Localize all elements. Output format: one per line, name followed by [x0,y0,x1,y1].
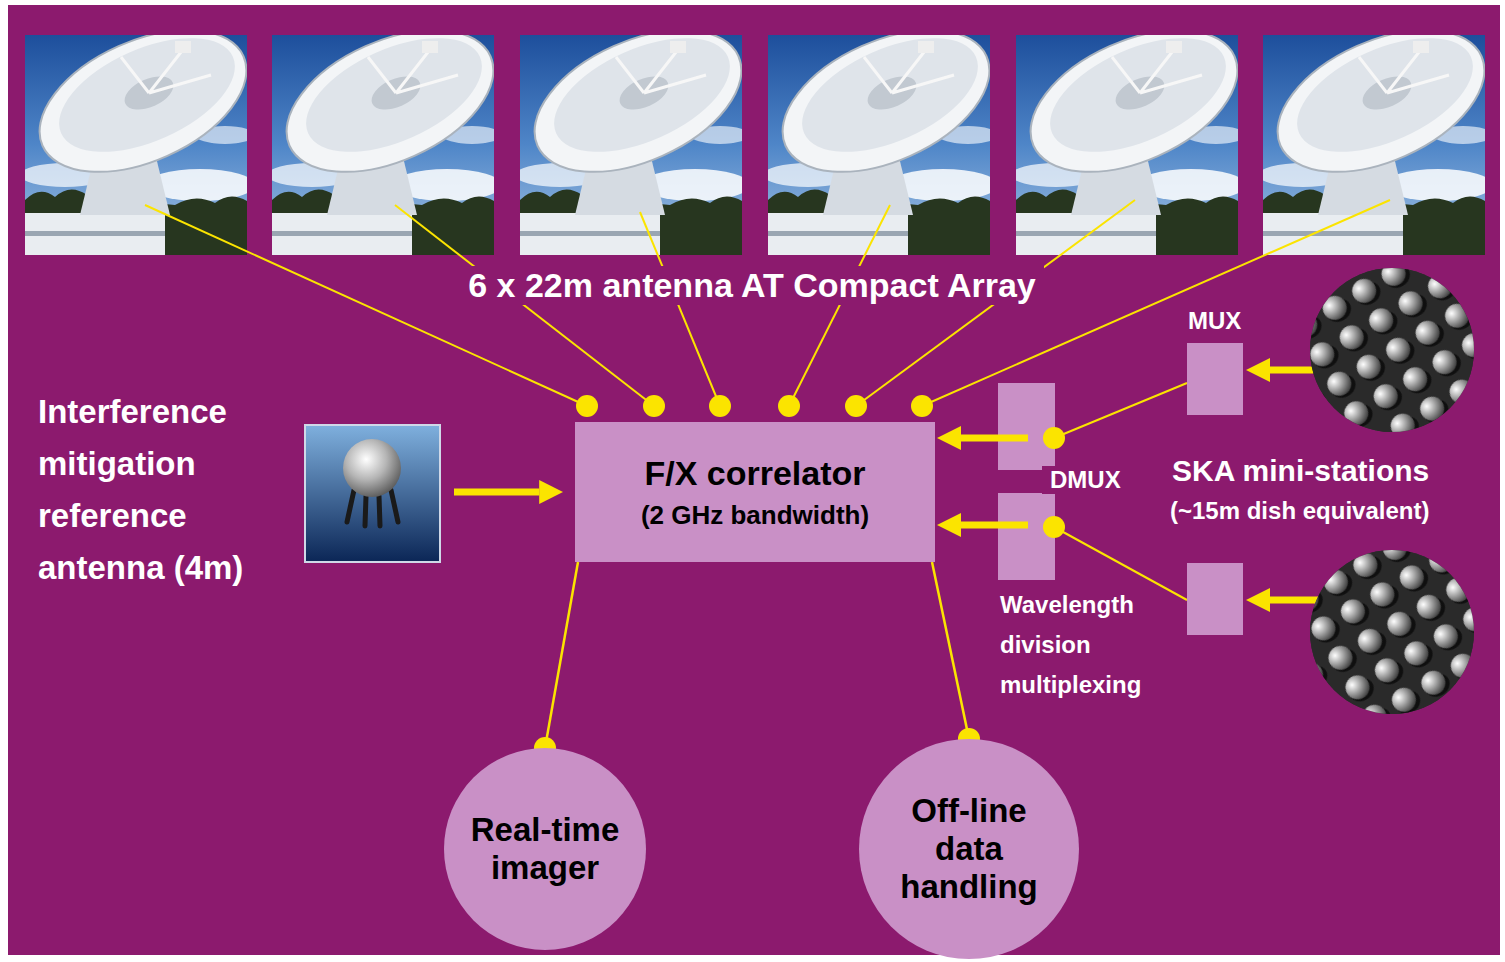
signal-line [395,205,654,406]
antenna-photo [513,1,763,255]
fibre-line [1054,527,1187,600]
fibre-dot [1043,427,1065,449]
radome [343,439,401,497]
antenna-leg [391,490,398,522]
connector [545,562,578,748]
reference-antenna: Interference mitigation reference antenn… [38,386,442,598]
antenna-leg [347,490,354,522]
fibre-dot [1043,516,1065,538]
node-subtext: (2 GHz bandwidth) [641,500,869,531]
array-title: 6 x 22m antenna AT Compact Array [460,266,1043,305]
mux-box [1187,343,1243,415]
node-text: F/X correlator [644,453,865,494]
input-dot [576,395,598,417]
connector [932,562,969,739]
dmux-label: DMUX [1042,466,1129,494]
antenna-photo [1009,1,1259,255]
data-handling-circle: Off-line data handling [859,739,1079,959]
imager-circle: Real-time imager [444,748,646,950]
antenna-leg [365,496,366,526]
dmux-box [998,383,1055,470]
node-text: Real-time imager [459,811,631,887]
signal-line [640,212,720,406]
input-dot [911,395,933,417]
mini-station-ground [1310,550,1474,714]
reference-antenna-icon [305,425,440,562]
input-arrow [961,522,1028,529]
antenna-photo [265,1,515,255]
input-dot [709,395,731,417]
mini-station [1310,550,1474,714]
connector [454,489,539,496]
station-note: (~15m dish equivalent) [1170,497,1429,525]
input-arrow [961,435,1028,442]
input-dot [845,395,867,417]
antenna-photo [1256,1,1505,255]
antenna-photo [18,1,268,255]
mini-station-ground [1310,268,1474,432]
dmux-box [998,493,1055,580]
input-dot [643,395,665,417]
mux-box [1187,563,1243,635]
node-text: Off-line data handling [883,792,1055,906]
antenna-photo [761,1,1011,255]
wdm-label: Wavelength division multiplexing [1000,585,1180,705]
station-label: SKA mini-stations [1172,454,1429,489]
signal-line [145,205,587,406]
antenna-leg [379,496,380,526]
mux-label: MUX [1188,307,1241,335]
input-dot [778,395,800,417]
signal-line [789,205,890,406]
mini-station [1310,268,1474,432]
node-text: Interference mitigation reference antenn… [38,386,310,594]
correlator-box: F/X correlator (2 GHz bandwidth) [575,422,935,562]
fibre-line [1054,383,1187,438]
